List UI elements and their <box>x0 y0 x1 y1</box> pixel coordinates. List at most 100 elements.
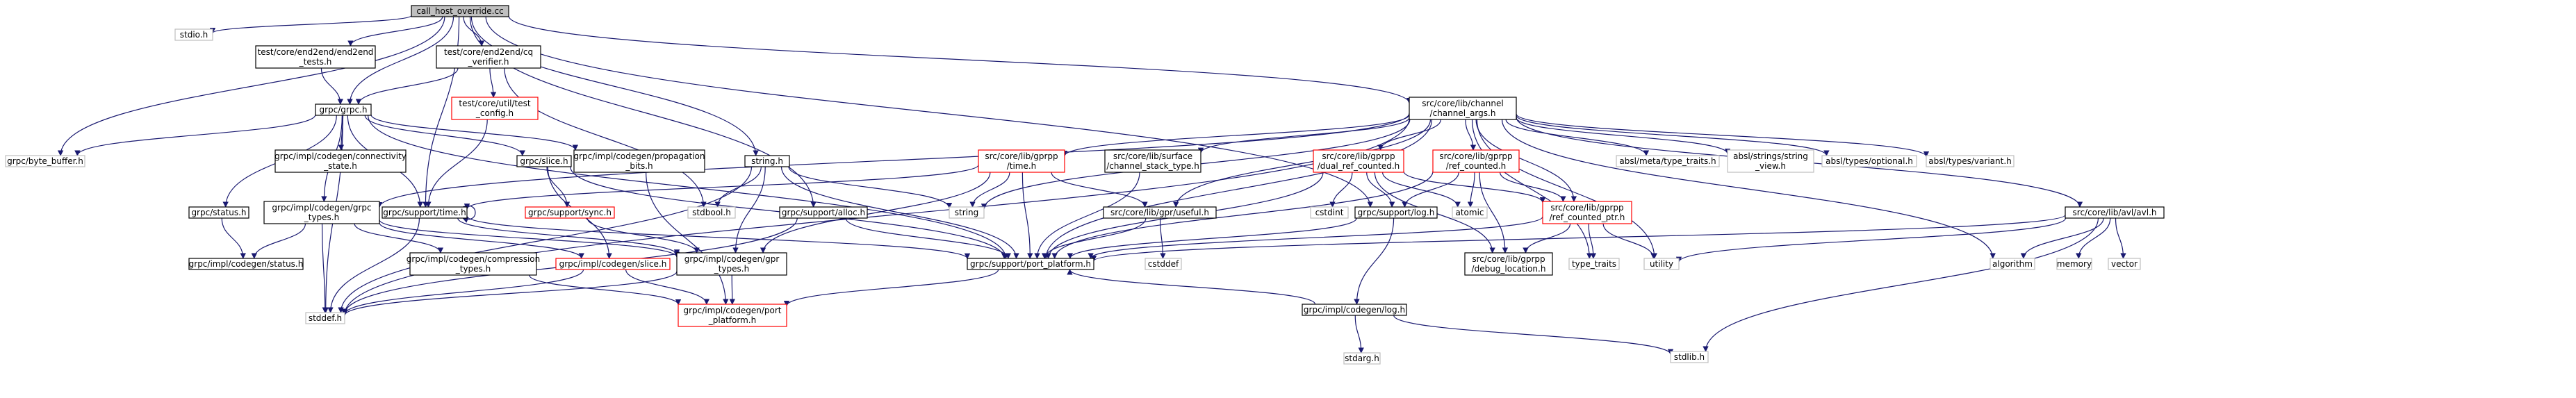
node-propagation[interactable]: grpc/impl/codegen/propagation_bits.h <box>573 149 705 173</box>
node-type-traits[interactable]: type_traits <box>1568 258 1620 270</box>
node-channel-args[interactable]: src/core/lib/channel/channel_args.h <box>1409 97 1517 120</box>
node-algorithm[interactable]: algorithm <box>1990 258 2035 270</box>
node-label: grpc/impl/codegen/port <box>683 306 781 315</box>
node-box <box>1354 206 1438 219</box>
node-absl-string-view[interactable]: absl/strings/string_view.h <box>1727 149 1814 173</box>
node-label: grpc/support/sync.h <box>528 208 612 217</box>
node-label: grpc/impl/codegen/gpr <box>684 254 780 264</box>
edge-channel_args-to-absl_string_view <box>1516 117 1731 155</box>
node-label: grpc/support/port_platform.h <box>970 259 1091 269</box>
node-label: src/core/lib/gprpp <box>1550 203 1623 213</box>
node-label: test/core/util/test <box>459 99 530 108</box>
edge-ref_counted_ptr-to-type_traits <box>1588 223 1597 259</box>
node-memory[interactable]: memory <box>2056 258 2092 270</box>
node-label: absl/types/optional.h <box>1826 156 1913 166</box>
node-absl-optional[interactable]: absl/types/optional.h <box>1821 155 1917 167</box>
node-absl-variant[interactable]: absl/types/variant.h <box>1926 155 2015 167</box>
node-box <box>1310 206 1349 219</box>
node-codegen-log[interactable]: grpc/impl/codegen/log.h <box>1302 304 1407 316</box>
node-channel-stack-type[interactable]: src/core/lib/surface/channel_stack_type.… <box>1104 149 1201 173</box>
edge-channel_args-to-gprpp_time <box>1061 114 1410 157</box>
node-grpc-h[interactable]: grpc/grpc.h <box>315 103 372 116</box>
edge-channel_args-to-channel_stack_type <box>1197 117 1410 154</box>
node-ref-counted[interactable]: src/core/lib/gprpp/ref_counted.h <box>1432 149 1520 173</box>
edge-string_h-to-stddef <box>338 166 753 313</box>
edge-status_h-to-codegen_status <box>221 217 246 259</box>
edge-dual_ref-to-atomic <box>1381 172 1461 208</box>
node-support-log[interactable]: grpc/support/log.h <box>1354 206 1438 219</box>
node-box <box>1643 258 1680 270</box>
node-box <box>274 149 407 173</box>
edge-cq_verifier-to-grpc_h <box>355 67 459 105</box>
edge-cq_verifier-to-test_config <box>489 67 497 98</box>
node-cq-verifier[interactable]: test/core/end2end/cq_verifier.h <box>436 45 541 69</box>
node-stdarg[interactable]: stdarg.h <box>1343 352 1381 365</box>
edge-channel_args-to-absl_type_traits <box>1505 119 1650 156</box>
node-stdlib[interactable]: stdlib.h <box>1670 351 1709 363</box>
node-box <box>411 5 509 17</box>
node-sync-h[interactable]: grpc/support/sync.h <box>525 206 615 219</box>
node-label: src/core/lib/gprpp <box>1322 151 1395 161</box>
node-status-h[interactable]: grpc/status.h <box>188 206 249 219</box>
node-ref-counted-ptr[interactable]: src/core/lib/gprpp/ref_counted_ptr.h <box>1542 201 1632 224</box>
node-codegen-port[interactable]: grpc/impl/codegen/port_platform.h <box>678 304 787 327</box>
node-dual-ref[interactable]: src/core/lib/gprpp/dual_ref_counted.h <box>1313 149 1404 173</box>
file-nodes: call_host_override.cc stdio.h test/core/en… <box>5 5 2165 365</box>
node-stddef[interactable]: stddef.h <box>305 312 345 324</box>
node-grpc-types[interactable]: grpc/impl/codegen/grpc_types.h <box>263 201 380 224</box>
edge-gprpp_time-to-gpr_types <box>760 172 991 254</box>
node-box <box>315 103 372 116</box>
node-stdbool[interactable]: stdbool.h <box>687 206 736 219</box>
node-debug-location[interactable]: src/core/lib/gprpp/debug_location.h <box>1464 252 1553 276</box>
node-label: src/core/lib/gprpp <box>1472 254 1545 264</box>
node-label: grpc/byte_buffer.h <box>7 156 83 166</box>
node-utility[interactable]: utility <box>1643 258 1680 270</box>
node-gpr-useful[interactable]: src/core/lib/gpr/useful.h <box>1103 206 1217 219</box>
edge-call_host-to-support_log <box>485 16 1373 208</box>
node-string[interactable]: string <box>949 206 985 219</box>
edge-dual_ref-to-support_log <box>1366 172 1395 208</box>
node-label: stddef.h <box>309 313 342 323</box>
node-call-host[interactable]: call_host_override.cc <box>411 5 509 17</box>
node-box <box>1104 149 1201 173</box>
node-box <box>676 252 787 276</box>
edge-support_log-to-codegen_log <box>1354 217 1395 305</box>
node-codegen-slice[interactable]: grpc/impl/codegen/slice.h <box>555 258 671 270</box>
node-absl-type-traits[interactable]: absl/meta/type_traits.h <box>1616 155 1720 167</box>
node-gprpp-time[interactable]: src/core/lib/gprpp/time.h <box>978 149 1065 173</box>
node-string-h[interactable]: string.h <box>744 155 790 167</box>
node-time-h[interactable]: grpc/support/time.h <box>382 206 468 219</box>
node-e2e-tests[interactable]: test/core/end2end/end2end_tests.h <box>255 45 376 69</box>
node-label: src/core/lib/gpr/useful.h <box>1110 208 1209 217</box>
node-support-port[interactable]: grpc/support/port_platform.h <box>967 258 1094 270</box>
node-stdio[interactable]: stdio.h <box>174 28 213 41</box>
edge-call_host-to-grpc_h <box>347 16 454 105</box>
edge-grpc_h-to-byte_buffer <box>74 114 316 156</box>
node-byte-buffer[interactable]: grpc/byte_buffer.h <box>5 155 85 167</box>
node-slice-h[interactable]: grpc/slice.h <box>516 155 572 167</box>
node-avl-h[interactable]: src/core/lib/avl/avl.h <box>2065 206 2165 219</box>
node-cstdint[interactable]: cstdint <box>1310 206 1349 219</box>
node-box <box>678 304 787 327</box>
edge-grpc_types-to-codegen_status <box>251 223 306 259</box>
node-vector[interactable]: vector <box>2108 258 2141 270</box>
node-cstddef[interactable]: cstddef <box>1145 258 1182 270</box>
node-test-config[interactable]: test/core/util/test_config.h <box>451 97 539 120</box>
node-label: /ref_counted.h <box>1446 161 1507 171</box>
node-codegen-status[interactable]: grpc/impl/codegen/status.h <box>188 258 304 270</box>
edge-avl_h-to-support_port <box>1091 214 2066 262</box>
edge-avl_h-to-utility <box>1675 217 2067 263</box>
node-connectivity[interactable]: grpc/impl/codegen/connectivity_state.h <box>274 149 407 173</box>
node-atomic[interactable]: atomic <box>1452 206 1488 219</box>
node-alloc-h[interactable]: grpc/support/alloc.h <box>779 206 868 219</box>
node-box <box>409 252 537 276</box>
node-box <box>1145 258 1182 270</box>
node-gpr-types[interactable]: grpc/impl/codegen/gpr_types.h <box>676 252 787 276</box>
node-box <box>188 258 304 270</box>
edge-time_h-to-support_port <box>466 215 971 260</box>
node-compression[interactable]: grpc/impl/codegen/compression_types.h <box>407 252 541 276</box>
edge-ref_counted_ptr-to-utility <box>1602 223 1657 259</box>
edge-channel_args-to-absl_variant <box>1516 113 1930 158</box>
node-box <box>1343 352 1381 365</box>
